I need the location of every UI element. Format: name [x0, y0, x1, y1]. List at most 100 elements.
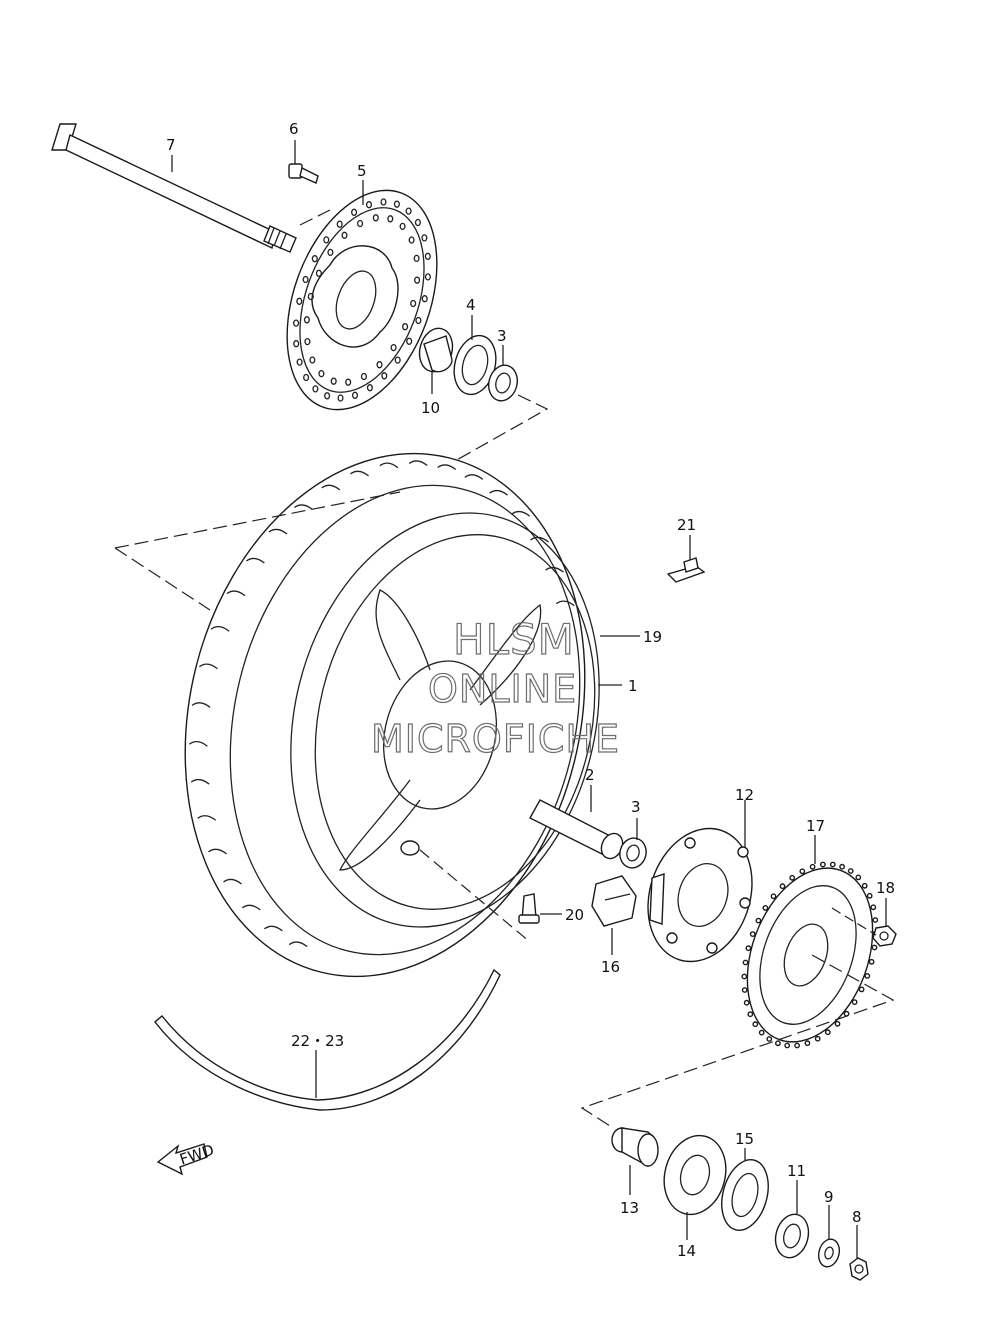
sprocket-tooth [779, 883, 786, 890]
sprocket-tooth [839, 863, 845, 870]
watermark-line-1: HLSM [453, 615, 575, 664]
callout-16: 16 [601, 958, 620, 976]
callout-2: 2 [585, 766, 595, 784]
disc-hole [421, 295, 428, 303]
sprocket-tooth [758, 1029, 765, 1036]
tread-groove [294, 504, 313, 511]
tread-groove [545, 566, 564, 573]
disc-hole [309, 356, 316, 364]
disc-hole [323, 236, 330, 244]
sprocket-tooth [789, 874, 796, 881]
washer [817, 1238, 841, 1268]
disc-holes [293, 198, 431, 402]
disc-hole [413, 254, 420, 263]
disc-hole [366, 384, 373, 392]
sprocket-tooth [820, 861, 826, 868]
disc-hole [302, 275, 309, 284]
disc-hole [424, 273, 431, 281]
callout-6: 6 [289, 120, 299, 138]
bearing-right [619, 837, 647, 869]
sprocket-tooth [866, 892, 873, 899]
callout-15: 15 [735, 1130, 754, 1148]
tread-groove [223, 878, 242, 885]
disc-hole [304, 337, 311, 346]
disc-hole [345, 378, 352, 386]
forward-arrow: FWD [156, 1141, 216, 1176]
callout-4: 4 [466, 296, 476, 314]
sprocket-tooth [799, 868, 806, 875]
sprocket-damper [591, 875, 637, 927]
disc-hole [296, 358, 303, 366]
leader-lines [171, 140, 887, 1258]
axle-nut [849, 1257, 869, 1281]
sprocket-drum [647, 827, 753, 963]
tread-groove [210, 626, 230, 632]
disc-hole [330, 377, 337, 385]
watermark: HLSM ONLINE MICROFICHE [370, 614, 619, 761]
disc-hole [357, 219, 364, 228]
tread-groove [208, 848, 227, 855]
callout-labels: 7 6 5 4 3 10 21 19 1 2 3 12 17 18 20 16 … [166, 120, 895, 1260]
sprocket-tooth [829, 861, 836, 868]
tread-groove [321, 484, 341, 491]
sprocket-tooth [741, 987, 748, 993]
disc-hole [312, 385, 319, 393]
tread-groove [268, 528, 288, 535]
disc-hole [351, 391, 359, 399]
disc-hole [293, 319, 300, 327]
disc-hole [336, 220, 343, 228]
tread-groove [555, 600, 575, 607]
spacer-left [418, 327, 454, 373]
callout-5: 5 [357, 162, 367, 180]
sprocket-tooth [824, 1029, 831, 1036]
disc-hole [337, 394, 344, 402]
disc-hole [406, 337, 413, 345]
tread-groove [226, 590, 246, 597]
sprocket-tooth [794, 1042, 800, 1049]
sprocket-tooth [861, 882, 868, 889]
callout-20: 20 [565, 906, 584, 924]
disc-hole [341, 231, 348, 239]
sprocket-tooth [749, 931, 756, 937]
callout-1: 1 [628, 677, 638, 695]
sprocket-tooth [851, 999, 858, 1005]
sprocket-teeth [741, 861, 879, 1049]
balance-weight [666, 557, 706, 583]
sprocket-tooth [747, 1011, 754, 1018]
sprocket-bearing [663, 1134, 727, 1216]
sprocket-tooth [871, 944, 878, 951]
disc-hole [360, 372, 367, 381]
watermark-line-2: ONLINE [428, 667, 577, 711]
disc-hole [380, 198, 387, 206]
disc-hole [296, 297, 303, 305]
disc-hole [390, 343, 397, 352]
wheel-rim [290, 512, 600, 928]
tread-groove [191, 702, 211, 708]
disc-hole [402, 323, 409, 331]
callout-7: 7 [166, 136, 176, 154]
distance-collar [611, 1127, 659, 1167]
sprocket-tooth [868, 958, 875, 965]
callout-19: 19 [643, 628, 662, 646]
disc-hole [410, 299, 417, 308]
callout-12: 12 [735, 786, 754, 804]
disc-hole [393, 200, 400, 208]
tread-groove [190, 778, 210, 785]
sprocket-tooth [743, 999, 750, 1006]
tire-tread [189, 460, 575, 948]
tread-groove [350, 470, 369, 477]
spacer-right [774, 1213, 810, 1259]
rear-sprocket [741, 861, 879, 1049]
disc-hole [365, 201, 373, 209]
disc-hole [324, 392, 331, 400]
tread-groove [246, 557, 265, 564]
valve [518, 893, 540, 924]
disc-hole [303, 316, 310, 324]
disc-hole [372, 214, 379, 222]
disc-bolt [288, 163, 319, 184]
tread-groove [197, 815, 217, 821]
tread-groove [437, 464, 457, 471]
disc-hole [399, 222, 406, 231]
